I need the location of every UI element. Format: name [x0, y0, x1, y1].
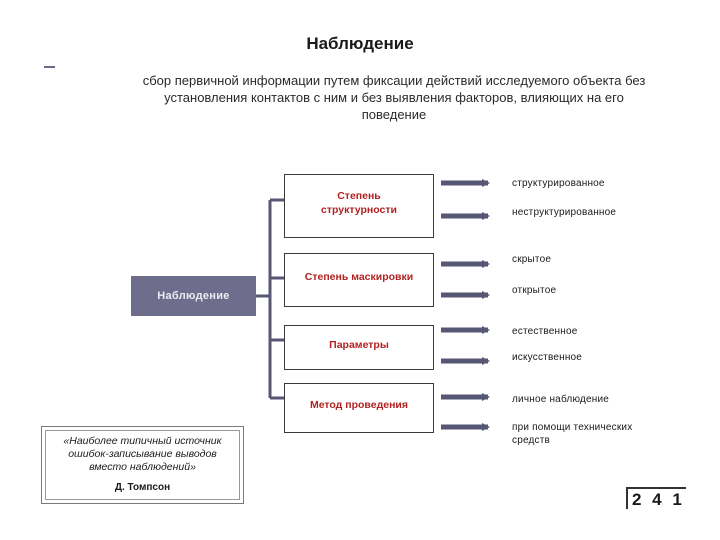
category-label: Параметры	[329, 338, 389, 351]
option-structured: структурированное	[512, 178, 605, 189]
option-unstructured: неструктурированное	[512, 207, 617, 218]
category-label: Степень структурности	[321, 190, 397, 216]
option-technical: при помощи технических средств	[512, 422, 633, 446]
quote-box: «Наиболее типичный источник ошибок-запис…	[41, 426, 244, 504]
quote-text: «Наиболее типичный источник ошибок-запис…	[63, 435, 222, 473]
definition-text: сбор первичной информации путем фиксации…	[142, 73, 646, 122]
root-node: Наблюдение	[131, 276, 256, 316]
page-number: 2 4 1	[626, 487, 686, 509]
category-node-method: Метод проведения	[284, 383, 434, 433]
category-node-masking: Степень маскировки	[284, 253, 434, 307]
bullet-dash	[44, 66, 55, 68]
option-personal: личное наблюдение	[512, 394, 609, 405]
category-label: Степень маскировки	[304, 271, 414, 283]
option-hidden: скрытое	[512, 254, 552, 265]
option-open: открытое	[512, 285, 557, 296]
category-node-structure: Степень структурности	[284, 174, 434, 238]
quote-author: Д. Томпсон	[114, 482, 171, 493]
slide-title: Наблюдение	[306, 34, 414, 53]
option-artificial: искусственное	[512, 352, 583, 363]
category-node-parameters: Параметры	[284, 325, 434, 370]
option-natural: естественное	[512, 326, 578, 337]
category-label: Метод проведения	[309, 399, 409, 411]
